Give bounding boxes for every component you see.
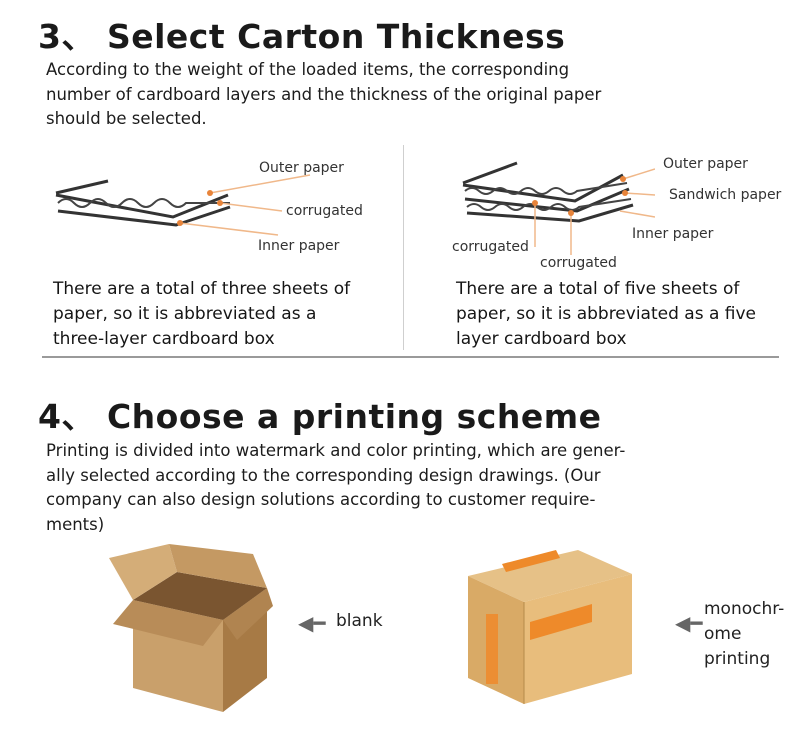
leader-corrugated — [219, 202, 283, 212]
caption-line: There are a total of three sheets of — [53, 279, 351, 299]
box-front-flap — [113, 600, 223, 646]
monochrome-label-line: ome — [704, 624, 742, 644]
section3-heading: 3、 Select Carton Thickness — [38, 17, 566, 56]
leader-inner-5 — [619, 210, 655, 218]
five-layer-corrugated-top — [464, 182, 628, 195]
five-layer-diagram — [462, 161, 655, 255]
three-layer-outer-sheet-back — [55, 179, 109, 195]
leader-outer — [209, 174, 311, 194]
section4-intro-line: ments) — [46, 514, 105, 534]
three-layer-corrugated-wave — [57, 198, 230, 208]
blank-label: blank — [336, 611, 383, 631]
section-divider — [42, 356, 779, 358]
three-layer-inner-sheet — [57, 205, 231, 227]
three-layer-diagram — [55, 174, 311, 236]
section4-intro-line: ally selected according to the correspon… — [46, 465, 601, 485]
five-layer-top-back — [462, 161, 518, 185]
printed-box-front — [524, 574, 632, 704]
box-side-flap — [223, 588, 273, 640]
arrow-left-icon: ◀━ — [298, 611, 326, 635]
marker-corrugated-bottom — [568, 210, 574, 216]
five-layer-outer — [462, 173, 624, 203]
caption-line: layer cardboard box — [456, 329, 627, 349]
box-back-flap — [109, 544, 177, 600]
arrow-left-icon: ◀━ — [675, 611, 703, 635]
five-layer-inner — [466, 203, 634, 223]
label-sandwich-paper: Sandwich paper — [669, 187, 782, 203]
caption-line: three-layer cardboard box — [53, 329, 275, 349]
section3-intro: According to the weight of the loaded it… — [46, 58, 601, 132]
marker-inner — [177, 220, 183, 226]
section4-intro-line: Printing is divided into watermark and c… — [46, 441, 626, 460]
section4-intro: Printing is divided into watermark and c… — [46, 439, 625, 537]
five-layer-corrugated-bottom — [466, 198, 632, 211]
label-corrugated-left: corrugated — [452, 239, 529, 255]
marker-outer-5 — [620, 176, 626, 182]
marker-sandwich — [622, 190, 628, 196]
label-inner-paper: Inner paper — [258, 238, 340, 254]
printed-side-band — [486, 614, 498, 684]
blank-box-image — [109, 544, 273, 712]
marker-corrugated-left — [532, 200, 538, 206]
five-layer-caption: There are a total of five sheets of pape… — [456, 277, 756, 352]
column-divider — [403, 145, 404, 350]
section3-intro-line: should be selected. — [46, 109, 207, 128]
marker-corrugated — [217, 200, 223, 206]
printed-tape-top — [502, 550, 560, 572]
section3-intro-line: According to the weight of the loaded it… — [46, 60, 570, 79]
label-inner-paper-5: Inner paper — [632, 226, 714, 242]
label-corrugated-bottom: corrugated — [540, 255, 617, 271]
section4-heading: 4、 Choose a printing scheme — [38, 397, 602, 436]
three-layer-caption: There are a total of three sheets of pap… — [53, 277, 350, 352]
section4-intro-line: company can also design solutions accord… — [46, 490, 596, 509]
section3-intro-line: number of cardboard layers and the thick… — [46, 84, 602, 104]
printed-box-top — [468, 550, 632, 602]
box-opening — [133, 572, 267, 620]
leader-outer-5 — [622, 168, 655, 180]
printed-box-image — [468, 550, 632, 704]
caption-line: paper, so it is abbreviated as a — [53, 304, 317, 324]
printed-logo-band — [530, 604, 592, 640]
monochrome-label-line: monochr- — [704, 599, 785, 619]
label-outer-paper: Outer paper — [259, 160, 344, 176]
leader-sandwich — [624, 192, 655, 196]
leader-inner — [179, 222, 279, 236]
monochrome-label: monochr- ome printing — [704, 597, 784, 672]
label-corrugated: corrugated — [286, 203, 363, 219]
caption-line: paper, so it is abbreviated as a five — [456, 304, 757, 324]
box-right-back-flap — [169, 544, 267, 588]
marker-outer — [207, 190, 213, 196]
label-outer-paper-5: Outer paper — [663, 156, 748, 172]
caption-line: There are a total of five sheets of — [456, 279, 740, 299]
monochrome-label-line: printing — [704, 649, 771, 669]
